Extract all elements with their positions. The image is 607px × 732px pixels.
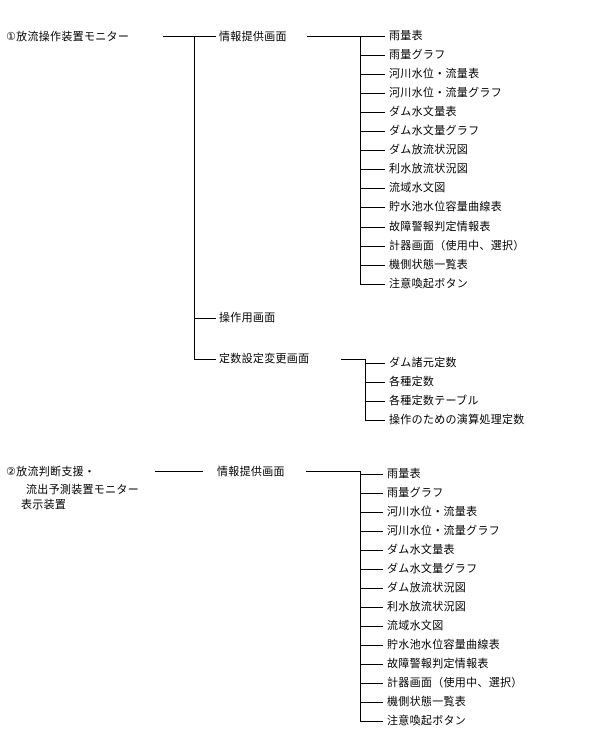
s1-info-leaf-tick <box>360 169 385 171</box>
s2-info-leaf-tick <box>360 512 383 513</box>
s1-const-leaf-label: 各種定数 <box>389 375 435 388</box>
s2-branch-info-label: 情報提供画面 <box>217 465 285 478</box>
s1-branch-ops-connector <box>194 318 216 319</box>
s1-info-leaf-tick <box>360 283 385 285</box>
s1-info-leaf-label: 雨量グラフ <box>389 48 446 62</box>
s1-root-connector <box>163 36 195 37</box>
s2-info-leaf-label: 機側状態一覧表 <box>387 695 467 708</box>
s1-branch-info-label: 情報提供画面 <box>219 30 287 43</box>
s2-root-line-1: ②放流判断支援・ <box>6 465 96 478</box>
s1-info-leaf-label: ダム水文量グラフ <box>389 124 480 138</box>
s1-branch-const-label: 定数設定変更画面 <box>219 352 310 365</box>
s2-info-leaf-label: 河川水位・流量グラフ <box>387 524 500 537</box>
s1-info-leaf-trunk <box>360 36 361 284</box>
s2-info-leaf-label: 貯水池水位容量曲線表 <box>387 638 500 651</box>
s2-info-leaf-label: ダム水文量グラフ <box>387 562 478 575</box>
s1-info-leaf-label: 機側状態一覧表 <box>389 257 469 271</box>
s2-root-line-3: 表示装置 <box>21 498 67 511</box>
s1-info-leaf-tick <box>360 74 385 76</box>
s1-info-leaf-connector <box>307 36 361 37</box>
s2-info-leaf-tick <box>360 550 383 551</box>
s2-info-leaf-label: 故障警報判定情報表 <box>387 657 489 670</box>
s1-const-leaf-tick <box>365 363 385 364</box>
s1-info-leaf-label: 貯水池水位容量曲線表 <box>389 200 502 214</box>
s1-info-leaf-label: 注意喚起ボタン <box>389 276 469 290</box>
s2-info-leaf-label: ダム放流状況図 <box>387 581 467 594</box>
s1-info-leaf-tick <box>360 188 385 190</box>
s2-info-leaf-trunk <box>360 471 361 722</box>
s2-info-leaf-tick <box>360 607 383 608</box>
s2-info-leaf-connector <box>306 471 361 472</box>
s2-info-leaf-label: 注意喚起ボタン <box>387 714 467 727</box>
s2-info-leaf-label: 流域水文図 <box>387 619 444 632</box>
s2-info-leaf-tick <box>360 645 383 646</box>
s1-info-leaf-tick <box>360 150 385 152</box>
s2-info-leaf-label: 利水放流状況図 <box>387 600 467 613</box>
s1-const-leaf-connector <box>341 359 366 360</box>
s1-info-leaf-tick <box>360 93 385 95</box>
s2-info-leaf-label: ダム水文量表 <box>387 543 455 556</box>
s2-info-leaf-tick <box>360 664 383 665</box>
s1-info-leaf-label: 河川水位・流量グラフ <box>389 86 502 100</box>
s2-info-leaf-tick <box>360 474 383 475</box>
s2-info-leaf-tick <box>360 721 383 722</box>
s1-const-leaf-label: ダム諸元定数 <box>389 356 457 369</box>
s1-const-leaf-tick <box>365 401 385 402</box>
s1-branch-ops-label: 操作用画面 <box>219 311 276 324</box>
s1-const-leaf-label: 操作のための演算処理定数 <box>389 413 525 426</box>
s1-info-leaf-label: ダム放流状況図 <box>389 143 469 157</box>
s2-info-leaf-tick <box>360 493 383 494</box>
s1-info-leaf-label: 利水放流状況図 <box>389 162 469 176</box>
s1-info-leaf-tick <box>360 112 385 114</box>
s2-info-leaf-tick <box>360 569 383 570</box>
s1-info-leaf-label: 雨量表 <box>389 29 423 42</box>
s2-info-leaf-label: 雨量グラフ <box>387 486 444 499</box>
s2-info-leaf-tick <box>360 531 383 532</box>
s2-root-connector <box>155 471 203 472</box>
s1-info-leaf-tick <box>360 55 385 57</box>
s1-info-leaf-label: 河川水位・流量表 <box>389 67 480 81</box>
s1-info-leaf-tick <box>360 207 385 209</box>
s1-info-leaf-label: 流域水文図 <box>389 181 446 195</box>
s2-info-leaf-tick <box>360 588 383 589</box>
s1-info-leaf-tick <box>360 131 385 133</box>
s2-root-line-2: 流出予測装置モニター <box>26 483 139 496</box>
s1-root-label: ①放流操作装置モニター <box>6 30 130 43</box>
s2-info-leaf-label: 計器画面（使用中、選択） <box>387 676 523 689</box>
s2-info-leaf-label: 河川水位・流量表 <box>387 505 478 518</box>
s1-info-leaf-label: 計器画面（使用中、選択） <box>389 238 525 252</box>
s1-branch-info-connector <box>194 36 216 37</box>
s2-info-leaf-label: 雨量表 <box>387 467 421 480</box>
s1-branch-trunk <box>194 36 195 359</box>
s1-info-leaf-tick <box>360 245 385 247</box>
s1-info-leaf-label: 故障警報判定情報表 <box>389 219 491 233</box>
s1-const-leaf-tick <box>365 420 385 421</box>
s2-info-leaf-tick <box>360 626 383 627</box>
s1-branch-const-connector <box>194 359 216 360</box>
s1-const-leaf-trunk <box>365 359 366 420</box>
s1-info-leaf-tick <box>360 226 385 228</box>
s2-info-leaf-tick <box>360 683 383 684</box>
s1-const-leaf-label: 各種定数テーブル <box>389 394 479 407</box>
s1-const-leaf-tick <box>365 382 385 383</box>
s1-info-leaf-label: ダム水文量表 <box>389 105 457 119</box>
s1-info-leaf-tick <box>360 36 385 37</box>
s1-info-leaf-tick <box>360 264 385 266</box>
s2-info-leaf-tick <box>360 702 383 703</box>
